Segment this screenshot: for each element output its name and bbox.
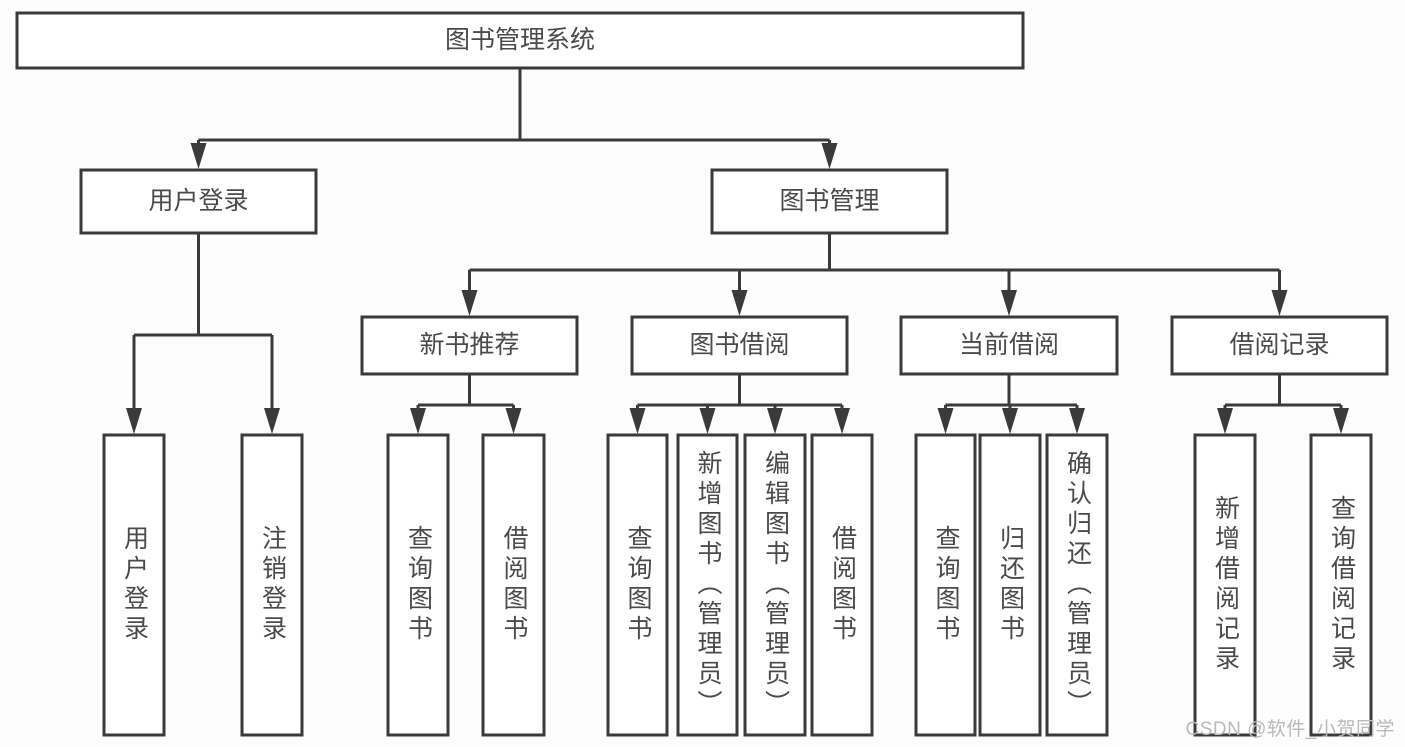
arrowhead-icon	[834, 408, 850, 434]
edge-group-current-borrow	[937, 374, 1085, 434]
edge-group-root	[190, 68, 838, 169]
node-label-root: 图书管理系统	[445, 26, 595, 54]
arrowhead-icon	[461, 290, 478, 316]
node-box-leaf-return-book[interactable]	[978, 433, 1042, 737]
node-box-book-manage[interactable]	[710, 168, 949, 235]
edges-layer	[126, 68, 1349, 434]
arrowhead-icon	[767, 408, 783, 434]
arrowhead-icon	[699, 408, 716, 434]
edge-group-new-book-recommend	[410, 374, 522, 434]
arrowhead-icon	[1002, 408, 1018, 434]
boxes-layer	[15, 11, 1389, 737]
node-box-leaf-add-book[interactable]	[676, 433, 739, 737]
arrowhead-icon	[1217, 408, 1233, 434]
arrowhead-icon	[190, 143, 207, 169]
arrowhead-icon	[1069, 408, 1085, 434]
watermark-text: CSDN @软件_小贺同学	[1185, 719, 1395, 740]
arrowhead-icon	[629, 408, 646, 434]
arrowhead-icon	[937, 408, 954, 434]
arrowhead-icon	[410, 408, 426, 434]
node-box-user-login[interactable]	[79, 168, 318, 235]
node-label-current-borrow: 当前借阅	[959, 331, 1059, 359]
arrowhead-icon	[821, 143, 838, 169]
node-box-new-book-recommend[interactable]	[360, 315, 579, 376]
node-box-leaf-edit-book[interactable]	[743, 433, 807, 737]
node-box-leaf-user-logout[interactable]	[240, 433, 304, 737]
arrowhead-icon	[1001, 290, 1017, 316]
edge-group-borrow-record	[1217, 374, 1349, 434]
node-box-borrow-record[interactable]	[1170, 315, 1389, 376]
node-box-leaf-query-book-1[interactable]	[386, 433, 450, 737]
node-label-new-book-recommend: 新书推荐	[419, 331, 519, 359]
node-box-leaf-confirm-return[interactable]	[1045, 433, 1109, 737]
node-label-user-login: 用户登录	[148, 187, 248, 215]
node-box-leaf-borrow-book-1[interactable]	[481, 433, 546, 737]
arrowhead-icon	[126, 408, 142, 434]
node-box-leaf-query-record[interactable]	[1309, 433, 1373, 737]
arrowhead-icon	[264, 408, 280, 434]
node-box-current-borrow[interactable]	[899, 315, 1119, 376]
edge-group-user-login	[126, 233, 280, 434]
node-box-leaf-user-login[interactable]	[102, 433, 166, 737]
node-label-borrow-record: 借阅记录	[1229, 331, 1329, 359]
arrowhead-icon	[1271, 290, 1288, 316]
node-label-book-borrow: 图书借阅	[689, 331, 789, 359]
node-box-leaf-borrow-book-2[interactable]	[810, 433, 874, 737]
node-label-book-manage: 图书管理	[779, 187, 879, 215]
arrowhead-icon	[1333, 408, 1349, 434]
arrowhead-icon	[731, 290, 748, 316]
node-box-leaf-query-book-3[interactable]	[914, 433, 977, 737]
node-box-leaf-add-record[interactable]	[1193, 433, 1257, 737]
edge-group-book-manage	[461, 233, 1288, 316]
arrowhead-icon	[505, 408, 522, 434]
node-box-root[interactable]	[15, 11, 1025, 70]
node-box-book-borrow[interactable]	[630, 315, 849, 376]
edge-group-book-borrow	[629, 374, 850, 434]
node-box-leaf-query-book-2[interactable]	[606, 433, 669, 737]
